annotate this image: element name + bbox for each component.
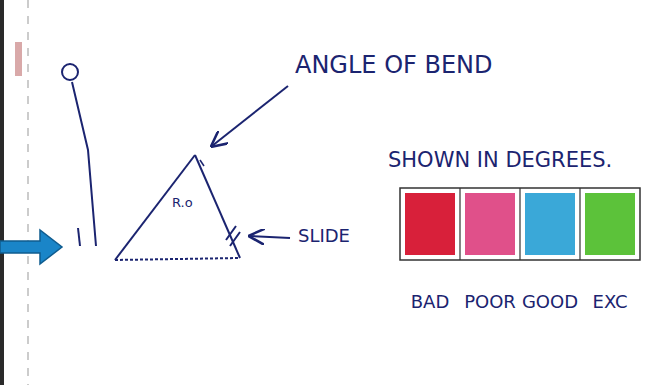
dashed-guide <box>28 0 29 385</box>
scale-label: POOR <box>464 292 516 313</box>
angle-tick <box>200 160 204 166</box>
pointer-arrow <box>0 230 62 264</box>
triangle-side <box>195 155 240 258</box>
leader-arrow <box>212 86 288 146</box>
color-swatch <box>465 193 515 255</box>
figure-head <box>62 64 78 80</box>
annotation: ANGLE OF BEND <box>295 52 493 80</box>
triangle-base <box>115 258 240 260</box>
annotation: R.o <box>172 196 193 211</box>
leader-arrow <box>250 236 290 238</box>
color-swatch <box>405 193 455 255</box>
hatch-marks <box>226 226 240 246</box>
scale-frame <box>400 188 640 260</box>
color-swatch <box>585 193 635 255</box>
scale-label: BAD <box>411 292 450 313</box>
scale-divider <box>579 188 580 260</box>
triangle-side <box>115 155 195 260</box>
color-swatch <box>525 193 575 255</box>
annotation: SHOWN IN DEGREES. <box>388 148 612 172</box>
scale-label: GOOD <box>522 292 578 313</box>
figure-body <box>72 82 96 246</box>
scale-divider <box>459 188 460 260</box>
edge-mark <box>15 42 22 76</box>
scale-label: EXC <box>593 292 628 313</box>
scale-divider <box>519 188 520 260</box>
annotation: SLIDE <box>298 226 350 247</box>
edge-strip <box>0 0 4 385</box>
figure-leg <box>78 228 80 246</box>
